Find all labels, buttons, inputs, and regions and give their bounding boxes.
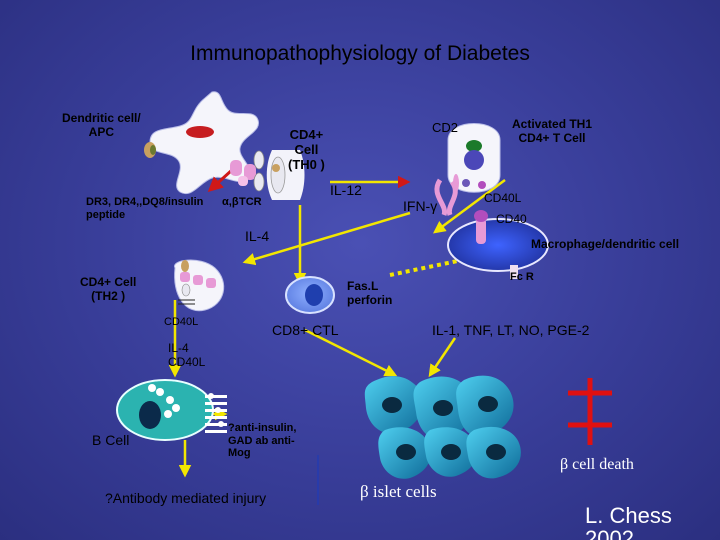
page-title: Immunopathophysiology of Diabetes — [0, 42, 720, 66]
ifn-receptor-icon — [437, 180, 455, 215]
il4-top-label: IL-4 — [245, 228, 269, 244]
beta-islet-label: β islet cells — [360, 482, 437, 502]
tcr-label: TCR — [239, 196, 262, 209]
il4-cd40l-label: IL-4 CD40L — [168, 342, 205, 370]
anti-insulin-label: ?anti-insulin, GAD ab anti- Mog — [228, 422, 296, 460]
cell-death-icon — [568, 378, 612, 445]
cd4-th0-label: CD4+ Cell (TH0 ) — [288, 128, 325, 173]
ifn-gamma-label: IFN-γ — [403, 198, 437, 214]
activated-th1-label: Activated TH1 CD4+ T Cell — [512, 118, 592, 146]
th2-cell-icon — [174, 260, 223, 311]
tcr-prefix-label: α,β — [222, 196, 239, 209]
cd40l-left-label: CD40L — [164, 316, 198, 329]
antibody-injury-label: ?Antibody mediated injury — [105, 490, 266, 506]
author-year-label: 2002 — [585, 526, 634, 540]
cd4-th2-label: CD4+ Cell (TH2 ) — [80, 276, 136, 304]
cd40l-right-label: CD40L — [484, 192, 521, 206]
fcr-label: Fc R — [510, 271, 534, 284]
cd40-label: CD40 — [496, 213, 527, 227]
dendritic-cell-label: Dendritic cell/ APC — [62, 112, 141, 140]
cytokines-label: IL-1, TNF, LT, NO, PGE-2 — [432, 322, 589, 338]
b-cell-icon — [117, 380, 213, 440]
beta-islet-cells-icon — [365, 376, 521, 479]
macrophage-label: Macrophage/dendritic cell — [531, 238, 679, 252]
b-cell-label: B Cell — [92, 432, 129, 448]
beta-cell-death-label: β cell death — [560, 456, 634, 474]
dr3-peptide-label: DR3, DR4,,DQ8/insulin peptide — [86, 196, 203, 221]
author-label: L. Chess — [585, 503, 672, 528]
cd8-ctl-icon — [286, 277, 334, 313]
cd2-label: CD2 — [432, 121, 458, 136]
cd8-ctl-label: CD8+ CTL — [272, 322, 339, 338]
il12-label: IL-12 — [330, 182, 362, 198]
fasl-perforin-label: Fas.L perforin — [347, 280, 392, 308]
